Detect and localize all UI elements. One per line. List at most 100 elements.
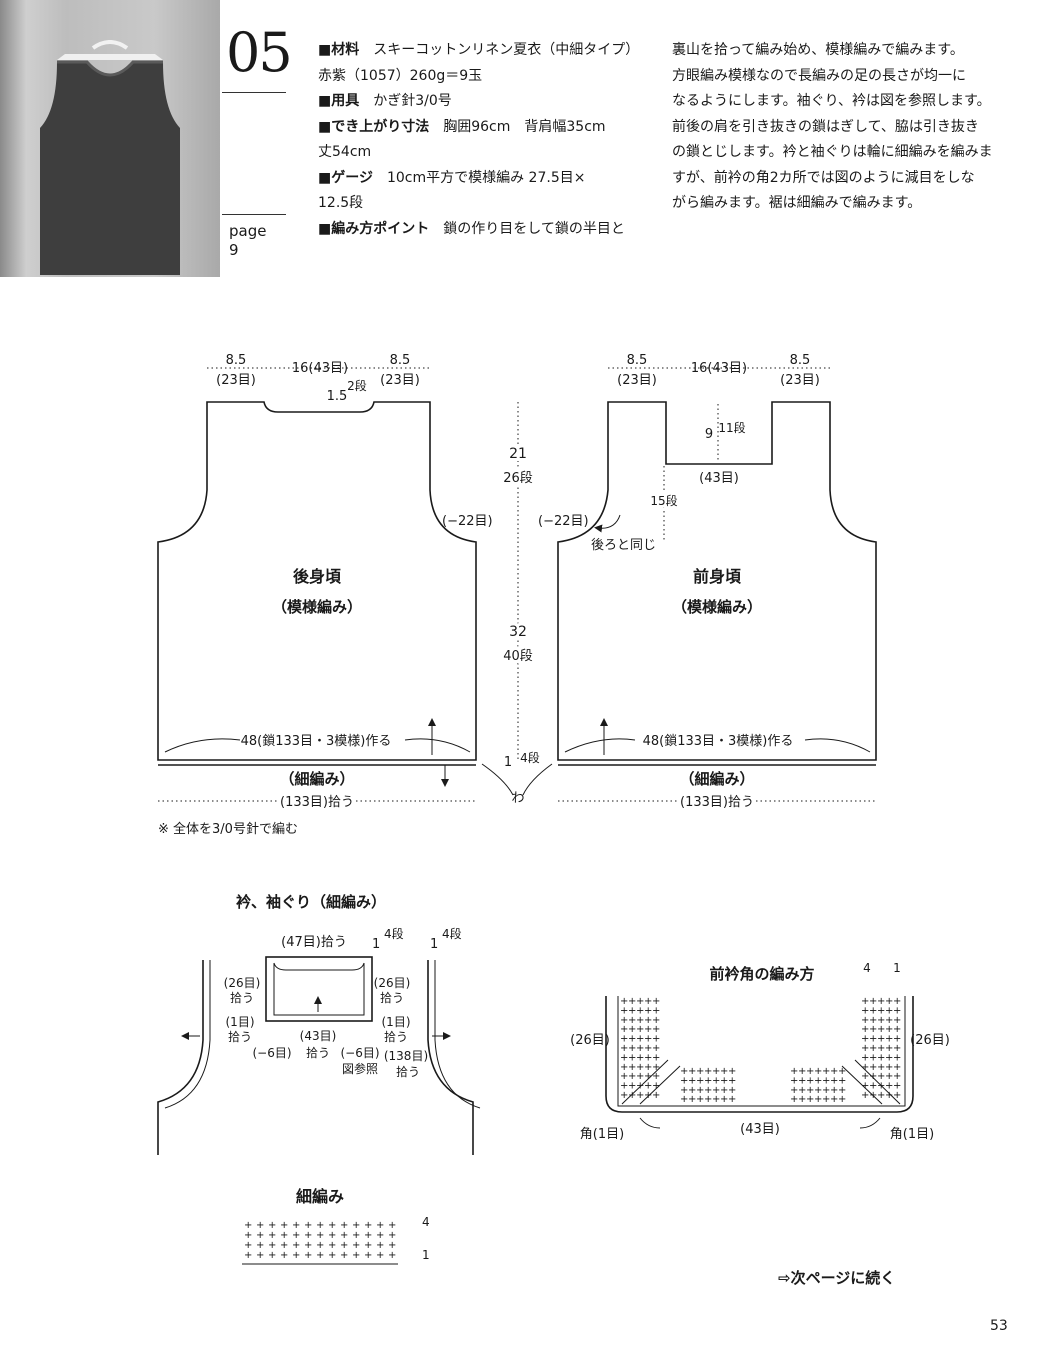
stitch-symbol: + — [790, 1094, 798, 1105]
rows2-n: 1 — [430, 937, 438, 952]
stitch-symbol: + — [364, 1220, 372, 1231]
back-subtitle: （模様編み） — [272, 598, 362, 616]
stitch-symbol: + — [652, 1062, 660, 1073]
back-neck-depth: 1.5 — [327, 389, 348, 404]
stitch-symbol: + — [628, 1090, 636, 1101]
stitch-symbol: + — [885, 1062, 893, 1073]
stitch-symbol: + — [798, 1066, 806, 1077]
stitch-symbol: + — [620, 1015, 628, 1026]
front-neck-rows: 11段 — [718, 420, 745, 435]
stitch-symbol: + — [328, 1220, 336, 1231]
stitch-symbol: + — [877, 1015, 885, 1026]
corner-right-26: (26目) — [910, 1033, 950, 1048]
stitch-symbol: + — [885, 1090, 893, 1101]
stitch-symbol: + — [652, 1090, 660, 1101]
desc-line: なるようにします。袖ぐり、衿は図を参照します。 — [672, 93, 991, 109]
stitch-symbol: + — [869, 1043, 877, 1054]
page-ref-number: 9 — [229, 241, 239, 259]
stitch-symbol: + — [652, 1043, 660, 1054]
front-neck-side-rows: 15段 — [650, 493, 677, 508]
back-neck-width: 16(43目) — [292, 361, 348, 376]
stitch-symbol: + — [340, 1240, 348, 1251]
stitch-symbol: + — [628, 1043, 636, 1054]
stitch-symbol: + — [877, 1034, 885, 1045]
rows1-n: 1 — [372, 937, 380, 952]
stitch-symbol: + — [620, 1081, 628, 1092]
material-value2: 赤紫（1057）260g＝9玉 — [318, 67, 483, 84]
stitch-symbol: + — [644, 1062, 652, 1073]
sc-stitch-grid: ++++++++++++++++++++++++++++++++++++++++… — [244, 1220, 396, 1261]
stitch-symbol: + — [728, 1075, 736, 1086]
rows1: 4段 — [384, 926, 404, 941]
page-rule — [222, 214, 286, 215]
stitch-symbol: + — [893, 1062, 901, 1073]
stitch-symbol: + — [885, 996, 893, 1007]
stitch-symbol: + — [720, 1085, 728, 1096]
stitch-symbol: + — [652, 1081, 660, 1092]
corner-left-26: (26目) — [570, 1033, 610, 1048]
stitch-symbol: + — [652, 1024, 660, 1035]
continue-next-page[interactable]: ⇨次ページに続く — [778, 1269, 896, 1287]
stitch-symbol: + — [636, 1024, 644, 1035]
right-armhole-inner — [434, 960, 481, 1109]
stitch-symbol: + — [620, 1052, 628, 1063]
corner-outline — [605, 996, 914, 1113]
stitch-symbol: + — [830, 1066, 838, 1077]
corner-right-label: 角(1目) — [890, 1127, 934, 1142]
stitch-symbol: + — [869, 1024, 877, 1035]
stitch-symbol: + — [620, 1034, 628, 1045]
stitch-symbol: + — [620, 1024, 628, 1035]
stitch-symbol: + — [388, 1230, 396, 1241]
stitch-symbol: + — [256, 1240, 264, 1251]
corner-row-top: 4 — [863, 961, 871, 975]
stitch-symbol: + — [822, 1094, 830, 1105]
stitch-symbol: + — [720, 1075, 728, 1086]
stitch-symbol: + — [822, 1066, 830, 1077]
stitch-symbol: + — [728, 1094, 736, 1105]
stitch-symbol: + — [806, 1094, 814, 1105]
stitch-symbol: + — [861, 1071, 869, 1082]
stitch-symbol: + — [316, 1230, 324, 1241]
stitch-symbol: + — [304, 1230, 312, 1241]
stitch-symbol: + — [838, 1075, 846, 1086]
corner-inner-line — [617, 996, 906, 1107]
front-start-arc-left — [564, 738, 636, 753]
stitch-symbol: + — [620, 1071, 628, 1082]
corner-stitch-grid: ++++++++++++++++++++++++++++++++++++++++… — [620, 996, 901, 1105]
stitch-symbol: + — [893, 1052, 901, 1063]
stitch-symbol: + — [869, 1005, 877, 1016]
stitch-symbol: + — [340, 1250, 348, 1261]
front-shoulder-left: 8.5 — [627, 353, 648, 368]
stitch-symbol: + — [304, 1240, 312, 1251]
stitch-symbol: + — [292, 1220, 300, 1231]
desc-line: 裏山を拾って編み始め、模様編みで編みます。 — [672, 42, 964, 58]
stitch-symbol: + — [244, 1220, 252, 1231]
front-edge-label: （細編み） — [679, 770, 754, 788]
stitch-symbol: + — [652, 1034, 660, 1045]
left-armhole-outer — [157, 960, 204, 1155]
desc-line: がら編みます。裾は細編みで編みます。 — [672, 195, 922, 211]
stitch-symbol: + — [644, 1024, 652, 1035]
stitch-symbol: + — [885, 1015, 893, 1026]
stitch-symbol: + — [704, 1066, 712, 1077]
hem-rows: 4段 — [520, 750, 540, 765]
stitch-symbol: + — [893, 996, 901, 1007]
stitch-symbol: + — [712, 1085, 720, 1096]
stitch-symbol: + — [720, 1066, 728, 1077]
stitch-symbol: + — [280, 1250, 288, 1261]
stitch-symbol: + — [688, 1094, 696, 1105]
front-armhole-dec: (−22目) — [538, 514, 589, 529]
stitch-symbol: + — [712, 1066, 720, 1077]
stitch-symbol: + — [364, 1240, 372, 1251]
stitch-symbol: + — [376, 1250, 384, 1261]
stitch-symbol: + — [636, 1015, 644, 1026]
stitch-symbol: + — [861, 1015, 869, 1026]
stitch-symbol: + — [644, 1090, 652, 1101]
stitch-symbol: + — [620, 1005, 628, 1016]
stitch-symbol: + — [822, 1075, 830, 1086]
stitch-symbol: + — [628, 1015, 636, 1026]
number-rule — [222, 92, 286, 93]
stitch-symbol: + — [869, 1052, 877, 1063]
front-neck-depth: 9 — [705, 427, 713, 442]
instructions-text: 裏山を拾って編み始め、模様編みで編みます。 方眼編み模様なので長編みの足の長さが… — [672, 38, 1007, 217]
